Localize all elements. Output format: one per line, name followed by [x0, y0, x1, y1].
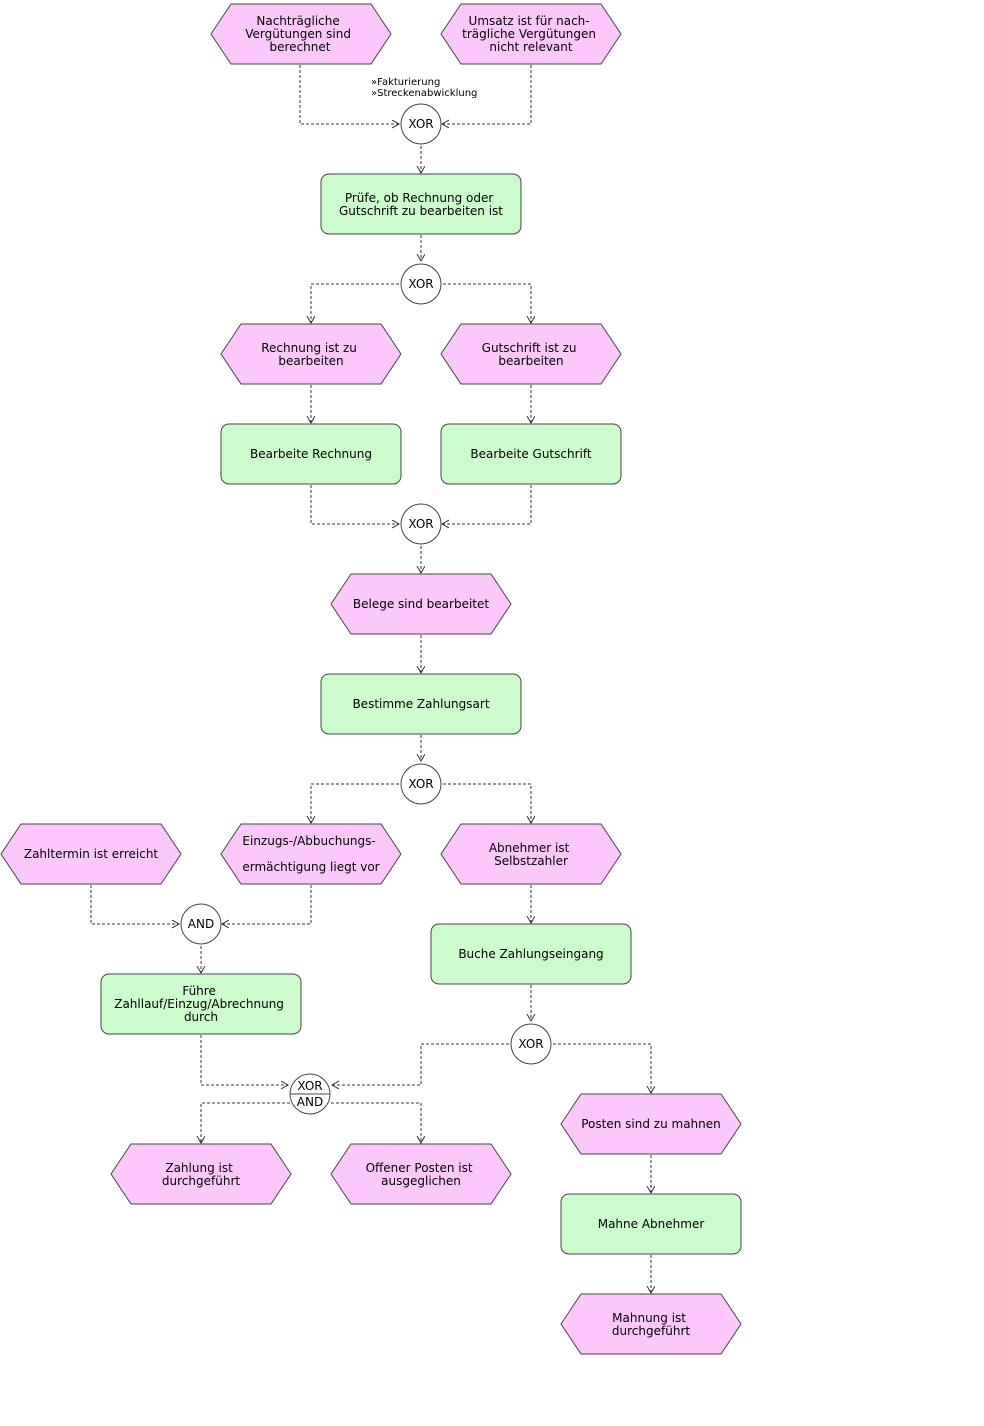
- event-zahltermin-label: Zahltermin ist erreicht: [24, 847, 159, 861]
- event-posten-zu-mahnen[interactable]: Posten sind zu mahnen: [560, 1093, 742, 1155]
- connector-xor-1[interactable]: XOR: [400, 103, 442, 145]
- connector-xor-1-label: XOR: [408, 117, 433, 131]
- edge-xor4-to-selbstzahler: [443, 783, 531, 823]
- edge-xor7-to-offener: [331, 1102, 421, 1143]
- connector-xor-4[interactable]: XOR: [400, 763, 442, 805]
- event-mahnung-durchgefuehrt[interactable]: Mahnung ist durchgeführt: [560, 1293, 742, 1355]
- event-einzugsermaechtigung[interactable]: Einzugs-/Abbuchungs- ermächtigung liegt …: [220, 823, 402, 885]
- edge-zahllauf-to-xor7: [200, 1035, 288, 1085]
- connector-xor-2-label: XOR: [408, 277, 433, 291]
- event-offener-label: Offener Posten ist ausgeglichen: [366, 1161, 477, 1188]
- edge-zahltermin-to-and: [90, 885, 179, 924]
- event-selbstzahler-label: Abnehmer ist Selbstzahler: [489, 841, 573, 868]
- event-posten-label: Posten sind zu mahnen: [581, 1117, 721, 1131]
- function-zahlungseingang-label: Buche Zahlungseingang: [458, 947, 603, 961]
- connector-xor-4-label: XOR: [408, 777, 433, 791]
- function-bestimme-zahlungsart[interactable]: Bestimme Zahlungsart: [320, 673, 522, 735]
- edge-xor6-to-posten: [553, 1043, 651, 1093]
- event-belege-label: Belege sind bearbeitet: [353, 597, 489, 611]
- connector-xor-6[interactable]: XOR: [510, 1023, 552, 1065]
- event-belege-bearbeitet[interactable]: Belege sind bearbeitet: [330, 573, 512, 635]
- connector-xor-3[interactable]: XOR: [400, 503, 442, 545]
- event-zahlung-label: Zahlung ist durchgeführt: [162, 1161, 240, 1188]
- connector-7-bottom-label: AND: [297, 1095, 323, 1109]
- connector-7-top-label: XOR: [297, 1079, 322, 1093]
- event-verguetungen-berechnet[interactable]: Nachträgliche Vergütungen sind berechnet: [210, 3, 392, 65]
- event-umsatz-nicht-relevant[interactable]: Umsatz ist für nach- trägliche Vergütung…: [440, 3, 622, 65]
- function-mahne-label: Mahne Abnehmer: [598, 1217, 705, 1231]
- edge-f-rechnung-to-xor3: [310, 485, 399, 524]
- connector-xor-6-label: XOR: [518, 1037, 543, 1051]
- edge-xor7-to-zahlung: [201, 1102, 290, 1143]
- function-zahllauf[interactable]: Führe Zahllauf/Einzug/Abrechnung durch: [100, 973, 302, 1035]
- connector-xor-and-7[interactable]: XOR AND: [289, 1073, 331, 1115]
- event-umsatz-label: Umsatz ist für nach- trägliche Vergütung…: [462, 14, 600, 54]
- function-buche-zahlungseingang[interactable]: Buche Zahlungseingang: [430, 923, 632, 985]
- edge-verguetungen-to-xor1: [299, 65, 399, 124]
- function-bearbeite-rechnung[interactable]: Bearbeite Rechnung: [220, 423, 402, 485]
- connector-and-5[interactable]: AND: [180, 903, 222, 945]
- edge-xor2-to-gutschrift: [443, 283, 531, 323]
- event-zahltermin-erreicht[interactable]: Zahltermin ist erreicht: [0, 823, 182, 885]
- connector-xor-3-label: XOR: [408, 517, 433, 531]
- event-gutschrift-label: Gutschrift ist zu bearbeiten: [482, 341, 581, 368]
- connector-xor-2[interactable]: XOR: [400, 263, 442, 305]
- edge-xor4-to-einzug: [311, 783, 399, 823]
- edge-einzug-to-and: [222, 885, 312, 924]
- function-pruefe-label: Prüfe, ob Rechnung oder Gutschrift zu be…: [339, 191, 503, 218]
- event-zahlung-durchgefuehrt[interactable]: Zahlung ist durchgeführt: [110, 1143, 292, 1205]
- event-einzug-label: Einzugs-/Abbuchungs- ermächtigung liegt …: [242, 834, 379, 874]
- connector-and-5-label: AND: [188, 917, 214, 931]
- event-rechnung-zu-bearbeiten[interactable]: Rechnung ist zu bearbeiten: [220, 323, 402, 385]
- event-mahnung-label: Mahnung ist durchgeführt: [612, 1311, 690, 1338]
- edge-xor2-to-rechnung: [311, 283, 399, 323]
- event-gutschrift-zu-bearbeiten[interactable]: Gutschrift ist zu bearbeiten: [440, 323, 622, 385]
- event-abnehmer-selbstzahler[interactable]: Abnehmer ist Selbstzahler: [440, 823, 622, 885]
- function-zahllauf-label: Führe Zahllauf/Einzug/Abrechnung durch: [114, 984, 288, 1024]
- function-gutschrift-label: Bearbeite Gutschrift: [470, 447, 591, 461]
- event-verguetungen-label: Nachträgliche Vergütungen sind berechnet: [245, 14, 355, 54]
- function-rechnung-label: Bearbeite Rechnung: [250, 447, 372, 461]
- edges: [90, 65, 651, 1293]
- function-pruefe[interactable]: Prüfe, ob Rechnung oder Gutschrift zu be…: [320, 173, 522, 235]
- edge-f-gutschrift-to-xor3: [442, 485, 532, 524]
- function-bearbeite-gutschrift[interactable]: Bearbeite Gutschrift: [440, 423, 622, 485]
- event-rechnung-label: Rechnung ist zu bearbeiten: [261, 341, 360, 368]
- event-offener-posten-ausgeglichen[interactable]: Offener Posten ist ausgeglichen: [330, 1143, 512, 1205]
- process-annotation: »Fakturierung »Streckenabwicklung: [371, 77, 477, 99]
- function-mahne-abnehmer[interactable]: Mahne Abnehmer: [560, 1193, 742, 1255]
- function-zahlungsart-label: Bestimme Zahlungsart: [352, 697, 489, 711]
- edge-xor6-to-xor7: [332, 1043, 509, 1085]
